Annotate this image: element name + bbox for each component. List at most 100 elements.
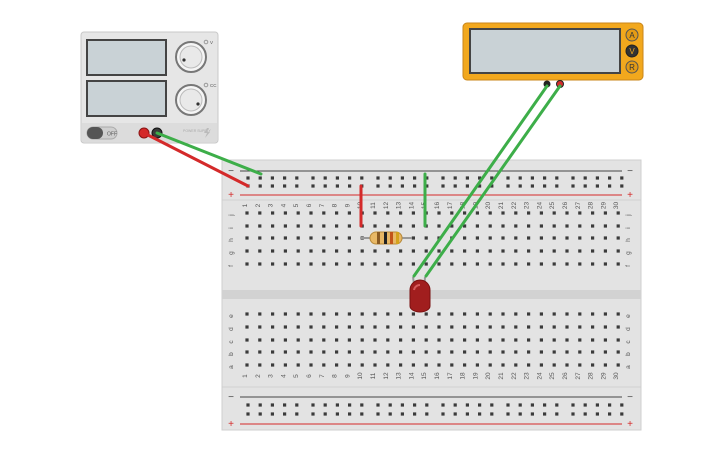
hole-a25[interactable] bbox=[552, 363, 556, 367]
hole-b26[interactable] bbox=[565, 350, 569, 354]
hole-h3[interactable] bbox=[271, 236, 275, 240]
rail-hole[interactable] bbox=[543, 176, 547, 180]
rail-hole[interactable] bbox=[555, 184, 559, 188]
rail-hole[interactable] bbox=[376, 412, 380, 416]
hole-d10[interactable] bbox=[360, 325, 364, 329]
rail-hole[interactable] bbox=[360, 412, 364, 416]
hole-h19[interactable] bbox=[475, 236, 479, 240]
hole-i26[interactable] bbox=[565, 224, 569, 228]
rail-hole[interactable] bbox=[441, 184, 445, 188]
hole-h18[interactable] bbox=[463, 236, 467, 240]
hole-f15[interactable] bbox=[424, 262, 428, 266]
hole-a29[interactable] bbox=[603, 363, 607, 367]
hole-f9[interactable] bbox=[347, 262, 351, 266]
rail-hole[interactable] bbox=[530, 412, 534, 416]
hole-d6[interactable] bbox=[309, 325, 313, 329]
hole-i3[interactable] bbox=[271, 224, 275, 228]
hole-a12[interactable] bbox=[386, 363, 390, 367]
hole-g14[interactable] bbox=[411, 249, 415, 253]
hole-g25[interactable] bbox=[552, 249, 556, 253]
hole-j25[interactable] bbox=[552, 211, 556, 215]
hole-b25[interactable] bbox=[552, 350, 556, 354]
rail-hole[interactable] bbox=[425, 412, 429, 416]
voltage-knob[interactable] bbox=[175, 41, 207, 73]
rail-hole[interactable] bbox=[441, 403, 445, 407]
mode-button-r[interactable]: R bbox=[625, 60, 639, 74]
hole-i18[interactable] bbox=[463, 224, 467, 228]
hole-e9[interactable] bbox=[347, 312, 351, 316]
hole-d11[interactable] bbox=[373, 325, 377, 329]
hole-d18[interactable] bbox=[463, 325, 467, 329]
rail-hole[interactable] bbox=[518, 176, 522, 180]
hole-d9[interactable] bbox=[347, 325, 351, 329]
rail-hole[interactable] bbox=[571, 403, 575, 407]
hole-a23[interactable] bbox=[527, 363, 531, 367]
rail-hole[interactable] bbox=[360, 176, 364, 180]
rail-hole[interactable] bbox=[490, 176, 494, 180]
hole-f19[interactable] bbox=[475, 262, 479, 266]
hole-a4[interactable] bbox=[283, 363, 287, 367]
hole-f1[interactable] bbox=[245, 262, 249, 266]
hole-b5[interactable] bbox=[296, 350, 300, 354]
hole-c11[interactable] bbox=[373, 338, 377, 342]
rail-hole[interactable] bbox=[295, 184, 299, 188]
rail-hole[interactable] bbox=[465, 176, 469, 180]
rail-hole[interactable] bbox=[413, 412, 417, 416]
rail-hole[interactable] bbox=[400, 184, 404, 188]
hole-f2[interactable] bbox=[258, 262, 262, 266]
hole-h14[interactable] bbox=[411, 236, 415, 240]
hole-i4[interactable] bbox=[283, 224, 287, 228]
rail-hole[interactable] bbox=[555, 403, 559, 407]
rail-hole[interactable] bbox=[506, 412, 510, 416]
hole-c27[interactable] bbox=[578, 338, 582, 342]
rail-hole[interactable] bbox=[311, 176, 315, 180]
hole-c30[interactable] bbox=[616, 338, 620, 342]
hole-g21[interactable] bbox=[501, 249, 505, 253]
hole-f20[interactable] bbox=[488, 262, 492, 266]
rail-hole[interactable] bbox=[555, 412, 559, 416]
rail-hole[interactable] bbox=[376, 403, 380, 407]
rail-hole[interactable] bbox=[453, 412, 457, 416]
hole-a6[interactable] bbox=[309, 363, 313, 367]
hole-f13[interactable] bbox=[399, 262, 403, 266]
power-switch[interactable]: OFF bbox=[86, 126, 118, 140]
hole-b18[interactable] bbox=[463, 350, 467, 354]
hole-e4[interactable] bbox=[283, 312, 287, 316]
hole-g9[interactable] bbox=[347, 249, 351, 253]
hole-i22[interactable] bbox=[514, 224, 518, 228]
hole-a5[interactable] bbox=[296, 363, 300, 367]
hole-c12[interactable] bbox=[386, 338, 390, 342]
hole-i8[interactable] bbox=[335, 224, 339, 228]
hole-b11[interactable] bbox=[373, 350, 377, 354]
hole-a20[interactable] bbox=[488, 363, 492, 367]
hole-c21[interactable] bbox=[501, 338, 505, 342]
hole-f17[interactable] bbox=[450, 262, 454, 266]
hole-i12[interactable] bbox=[386, 224, 390, 228]
hole-a24[interactable] bbox=[539, 363, 543, 367]
hole-c26[interactable] bbox=[565, 338, 569, 342]
rail-hole[interactable] bbox=[311, 184, 315, 188]
rail-hole[interactable] bbox=[360, 403, 364, 407]
hole-g19[interactable] bbox=[475, 249, 479, 253]
hole-b10[interactable] bbox=[360, 350, 364, 354]
hole-j4[interactable] bbox=[283, 211, 287, 215]
resistor[interactable] bbox=[361, 231, 412, 245]
rail-hole[interactable] bbox=[270, 403, 274, 407]
rail-hole[interactable] bbox=[571, 184, 575, 188]
hole-j26[interactable] bbox=[565, 211, 569, 215]
hole-a3[interactable] bbox=[271, 363, 275, 367]
rail-hole[interactable] bbox=[490, 403, 494, 407]
hole-i28[interactable] bbox=[591, 224, 595, 228]
rail-hole[interactable] bbox=[348, 403, 352, 407]
red-led[interactable] bbox=[409, 276, 431, 313]
rail-hole[interactable] bbox=[283, 176, 287, 180]
hole-d23[interactable] bbox=[527, 325, 531, 329]
hole-e23[interactable] bbox=[527, 312, 531, 316]
hole-g7[interactable] bbox=[322, 249, 326, 253]
hole-i9[interactable] bbox=[347, 224, 351, 228]
hole-i21[interactable] bbox=[501, 224, 505, 228]
rail-hole[interactable] bbox=[335, 184, 339, 188]
hole-g3[interactable] bbox=[271, 249, 275, 253]
hole-g26[interactable] bbox=[565, 249, 569, 253]
hole-j3[interactable] bbox=[271, 211, 275, 215]
